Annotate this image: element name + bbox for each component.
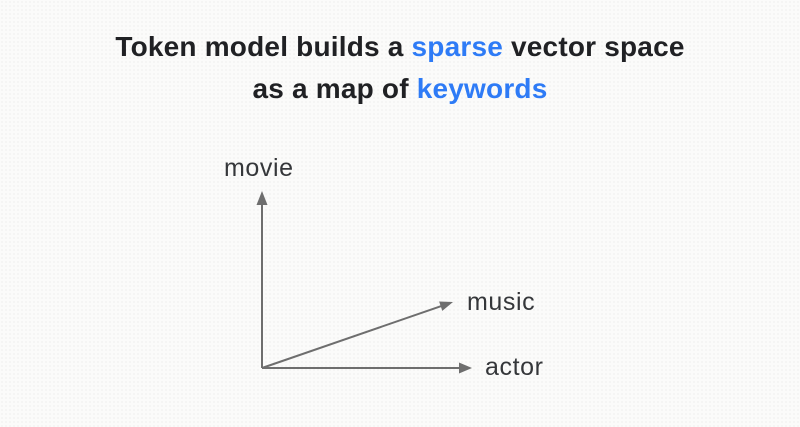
movie-axis-arrow: [256, 191, 268, 368]
headline-line-1: Token model builds a sparse vector space: [0, 26, 800, 68]
actor-axis-arrow: [262, 362, 472, 374]
headline-text: vector space: [503, 31, 685, 62]
headline-highlight-sparse: sparse: [411, 31, 504, 62]
axis-label-music: music: [467, 288, 536, 316]
headline-highlight-keywords: keywords: [416, 73, 548, 104]
axis-label-movie: movie: [224, 154, 294, 182]
arrowhead-up-icon: [256, 191, 268, 205]
arrowhead-diagonal-icon: [439, 301, 453, 311]
arrowhead-right-icon: [459, 362, 472, 374]
headline-text: Token model builds a: [115, 31, 412, 62]
axis-label-actor: actor: [485, 353, 544, 381]
headline-line-2: as a map of keywords: [0, 68, 800, 110]
headline-text: as a map of: [252, 73, 417, 104]
headline: Token model builds a sparse vector space…: [0, 26, 800, 110]
music-vector-arrow: [261, 301, 453, 369]
